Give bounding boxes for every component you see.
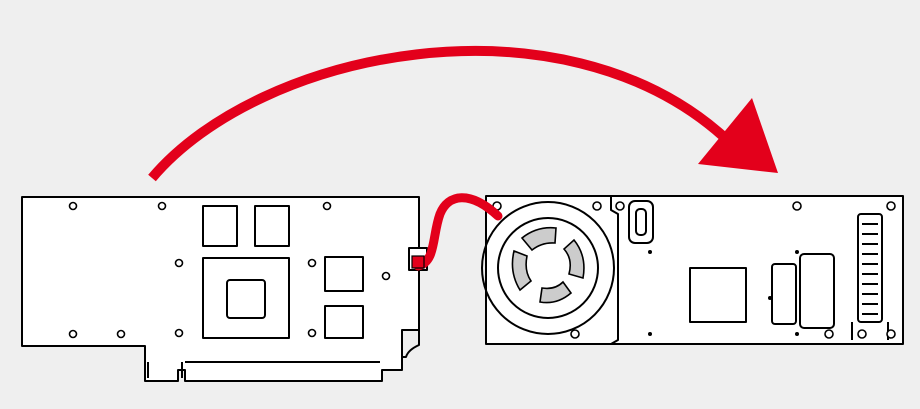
fan-blade [539,280,573,304]
mount-hole [322,201,332,211]
screw [792,201,802,211]
connector-cable [411,193,503,271]
pcb-outline [21,196,420,382]
transfer-arrow [148,46,778,182]
screw [824,329,834,339]
mount-hole [381,271,391,281]
pcb-notch [402,330,420,358]
fan-blade [520,226,557,252]
gpu-package [202,257,290,339]
pin [795,250,799,254]
arrow-shaft [148,46,728,182]
screw [615,201,625,211]
memory-chip-4 [324,305,364,339]
cable-plug [411,255,425,269]
board-chip-1 [689,267,747,323]
fan-blade [562,238,585,280]
mount-hole [307,328,317,338]
mount-hole [68,329,78,339]
fan-housing [481,201,615,335]
pin [795,332,799,336]
screw [592,201,602,211]
memory-chip-1 [202,205,238,247]
screw [886,329,896,339]
fan-blade [511,249,533,292]
pin [768,296,772,300]
cooler-vent [628,200,654,244]
memory-chip-3 [324,256,364,292]
mount-hole [116,329,126,339]
mount-hole [68,201,78,211]
board-chip-3 [799,253,835,329]
gpu-die [226,279,266,319]
board-chip-2 [771,263,797,325]
mount-hole [157,201,167,211]
arrow-head [698,98,778,173]
gpu-board-bare [21,196,428,382]
heatsink-fins [862,223,878,315]
pcb-edge-connector [147,361,380,378]
screw [857,329,867,339]
pin [648,332,652,336]
heatsink [857,213,883,323]
screw [886,201,896,211]
pin [648,250,652,254]
fan-ring [497,217,599,319]
mount-hole [174,258,184,268]
screw [570,329,580,339]
gpu-board-with-cooler [481,195,904,345]
memory-chip-2 [254,205,290,247]
mount-hole [307,258,317,268]
mount-hole [174,328,184,338]
cooler-vent-inner [635,208,647,236]
cable-line [413,193,503,271]
